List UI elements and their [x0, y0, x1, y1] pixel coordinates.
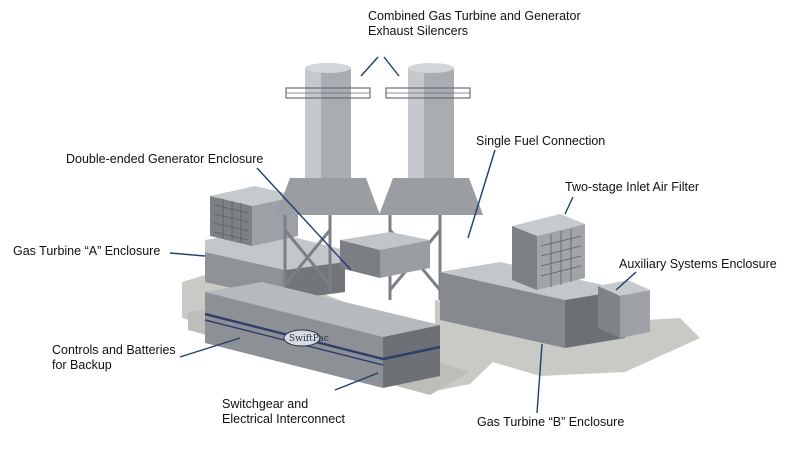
label-auxiliary-enclosure: Auxiliary Systems Enclosure — [619, 257, 777, 271]
leader-fuel — [467, 149, 496, 239]
label-inlet-air-filter: Two-stage Inlet Air Filter — [565, 180, 700, 194]
generator-enclosure-top — [340, 232, 430, 250]
leader-exhaust-right — [383, 56, 400, 77]
leader-exhaust-left — [360, 56, 379, 77]
label-generator-enclosure: Double-ended Generator Enclosure — [66, 152, 264, 166]
label-exhaust-silencers-line1: Combined Gas Turbine and Generator — [368, 9, 581, 23]
auxiliary-enclosure-front — [620, 290, 650, 338]
turbine-b-enclosure-side — [440, 272, 565, 348]
label-exhaust-silencers: Combined Gas Turbine and Generator Exhau… — [368, 9, 581, 39]
label-switchgear-line2: Electrical Interconnect — [222, 412, 345, 426]
leader-turbine-b — [536, 343, 543, 414]
inlet-filter-b-side — [512, 226, 537, 290]
trailer-stripe-3 — [382, 345, 441, 361]
switchgear-trailer-top — [205, 282, 440, 337]
label-controls-batteries-line2: for Backup — [52, 358, 112, 372]
leader-auxiliary — [615, 271, 637, 291]
leader-controls — [179, 337, 241, 358]
switchgear-trailer-front — [383, 325, 440, 388]
auxiliary-enclosure-side — [598, 286, 620, 338]
label-turbine-b-enclosure: Gas Turbine “B” Enclosure — [477, 415, 625, 429]
swiftpac-logo: SwiftPac — [289, 334, 329, 344]
inlet-filter-b-grid — [540, 229, 582, 287]
label-controls-batteries: Controls and Batteries for Backup — [52, 343, 176, 373]
leader-generator — [256, 167, 352, 271]
generator-enclosure-front — [380, 240, 430, 278]
inlet-filter-a-grid — [213, 199, 249, 242]
label-fuel-connection: Single Fuel Connection — [476, 134, 606, 148]
label-switchgear-line1: Switchgear and — [222, 397, 309, 411]
leader-turbine-a — [169, 252, 206, 257]
label-controls-batteries-line1: Controls and Batteries — [52, 343, 176, 357]
auxiliary-enclosure-top — [598, 280, 650, 296]
label-exhaust-silencers-line2: Exhaust Silencers — [368, 24, 469, 38]
exhaust-stack-right — [379, 63, 483, 215]
inlet-filter-b-top — [512, 214, 585, 236]
leader-lines — [169, 56, 637, 414]
label-turbine-a-enclosure: Gas Turbine “A” Enclosure — [13, 244, 161, 258]
leader-switchgear — [334, 372, 379, 391]
leader-inlet-filter — [564, 196, 574, 215]
exhaust-stack-left — [276, 63, 380, 215]
label-switchgear: Switchgear and Electrical Interconnect — [222, 397, 345, 427]
swiftpac-logo-badge — [283, 329, 321, 347]
